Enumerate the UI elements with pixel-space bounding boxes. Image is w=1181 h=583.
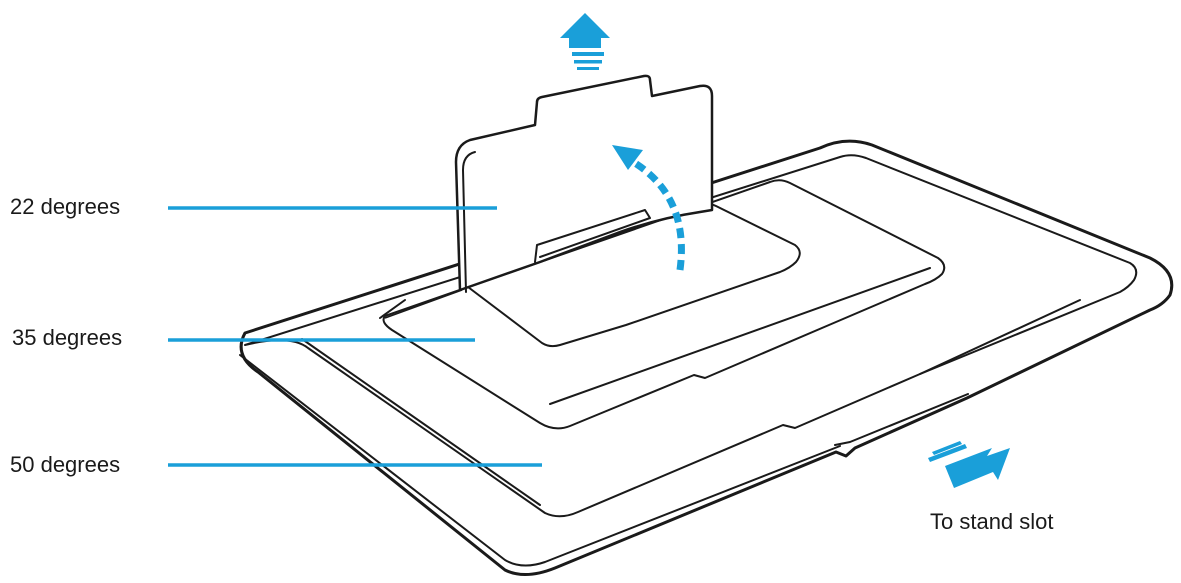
label-50-degrees: 50 degrees (10, 452, 121, 477)
kickstand-plate-edge (462, 151, 476, 293)
kickstand-plate (454, 74, 714, 292)
up-arrow-icon (560, 13, 610, 70)
step-divider (384, 289, 463, 319)
outer-tray-front-edge (834, 393, 969, 446)
outer-tray-lip (239, 354, 841, 567)
middle-step-edge (301, 299, 1081, 506)
outer-tray-outline (239, 139, 1174, 576)
inner-step-outline (382, 179, 946, 430)
middle-step-outline (244, 154, 1138, 518)
kickstand-slot (534, 209, 651, 263)
label-35-degrees: 35 degrees (12, 325, 123, 350)
curved-dashed-arrow-icon (612, 145, 685, 271)
inner-step-edge (379, 267, 931, 405)
label-to-stand-slot: To stand slot (930, 509, 1054, 534)
label-22-degrees: 22 degrees (10, 194, 121, 219)
slide-right-arrow-icon (928, 441, 1010, 488)
